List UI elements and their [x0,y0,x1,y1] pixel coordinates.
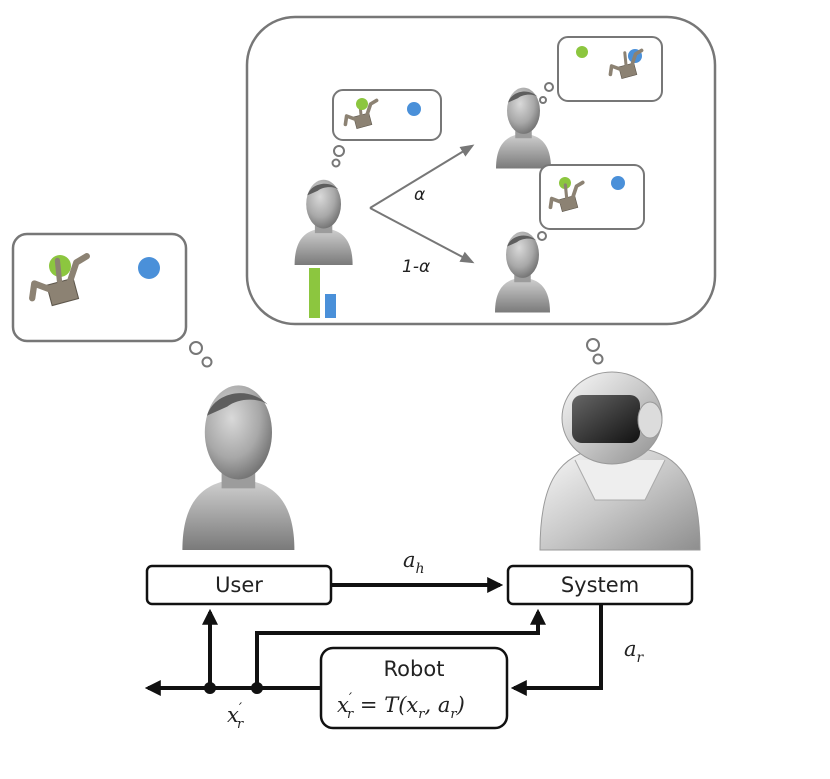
user-box-label: User [215,573,263,597]
a-r-label: ar [624,637,645,666]
a-h-label: ah [403,548,425,577]
blue-goal-icon [407,102,421,116]
flow-connectors [144,577,603,696]
green-goal-icon [576,46,588,58]
junction-dot [204,682,216,694]
inner-thought-box-bottom-right [539,164,645,230]
thought-bubble-dot [189,341,203,355]
alpha-label: α [414,185,425,205]
thought-bubble-dot [592,353,604,365]
thought-bubble-dot [586,338,600,352]
belief-bar-blue [325,294,336,318]
state-to-system-arrow [255,608,546,688]
system-robot-icon [539,371,701,551]
thought-bubble-dot [201,356,213,368]
robot-box-label: Robot [384,657,445,681]
user-avatar-icon [182,385,295,550]
thought-bubble-dot [537,231,547,241]
thought-bubble-dot [539,96,547,104]
belief-bar-green [309,268,320,318]
green-goal-icon [559,177,571,189]
thought-bubble-dot [331,158,341,168]
blue-goal-icon [138,257,160,279]
inner-thought-box-left [332,89,442,141]
blue-goal-icon [611,176,625,190]
branch-arrow-alpha [369,144,475,209]
one-minus-alpha-label: 1-α [402,257,430,277]
system-box-label: System [561,573,639,597]
robot-equation: x′r = T(xr, ar) [337,691,465,722]
x-prime-label: x′r [227,701,244,732]
branch-arrow-one-minus-alpha [369,207,475,264]
thought-bubble-dot [544,82,554,92]
green-goal-icon [356,98,368,110]
junction-dot [251,682,263,694]
thought-bubble-dot [333,145,345,157]
a-r-arrow [510,604,603,696]
